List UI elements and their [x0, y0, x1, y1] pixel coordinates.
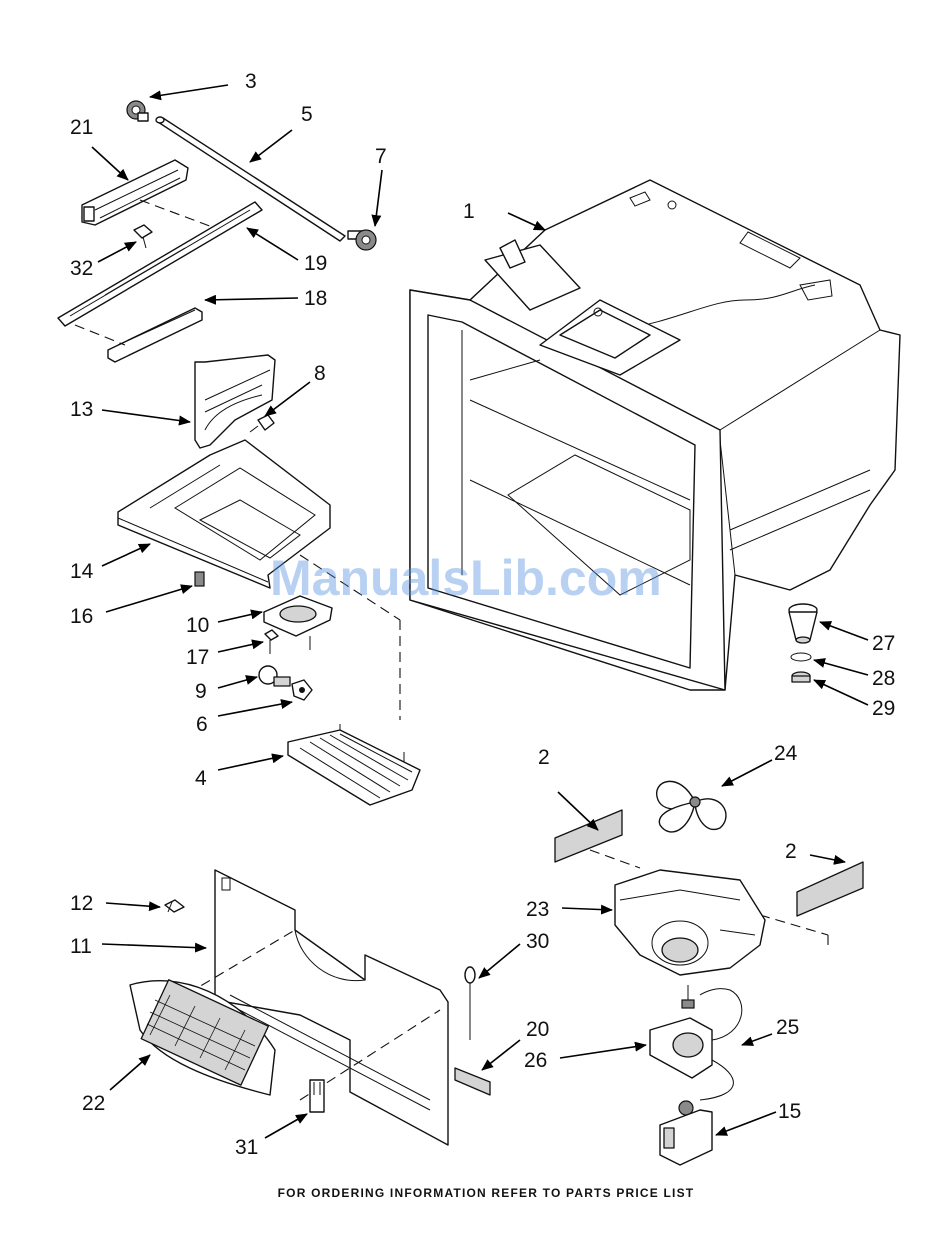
callout-22: 22 — [82, 1092, 105, 1115]
socket-part-6 — [292, 680, 312, 700]
pad-part-2a — [555, 810, 640, 868]
callout-17: 17 — [186, 646, 209, 669]
callout-19: 19 — [304, 252, 327, 275]
callout-21: 21 — [70, 116, 93, 139]
grommet-part-29 — [792, 672, 810, 682]
callout-4: 4 — [195, 767, 207, 790]
callout-6: 6 — [196, 713, 208, 736]
callout-1: 1 — [463, 200, 475, 223]
callout-10: 10 — [186, 614, 209, 637]
sensor-part-30 — [465, 967, 475, 1040]
fan-blade-part-24 — [657, 781, 726, 832]
screw-part-17 — [265, 630, 278, 654]
bracket-part-13 — [195, 355, 275, 448]
callout-13: 13 — [70, 398, 93, 421]
callout-30: 30 — [526, 930, 549, 953]
bulb-part-9 — [259, 666, 290, 686]
callout-7: 7 — [375, 145, 387, 168]
grille-part-4 — [288, 724, 420, 805]
callout-14: 14 — [70, 560, 94, 583]
fan-housing-part-23 — [615, 870, 765, 975]
callout-28: 28 — [872, 667, 895, 690]
clip-part-31 — [310, 1080, 324, 1112]
callout-32: 32 — [70, 257, 93, 280]
callout-2b: 2 — [785, 840, 797, 863]
bracket-part-15 — [660, 1101, 712, 1165]
screw-part-8 — [250, 415, 274, 432]
cup-part-27 — [789, 604, 817, 643]
callout-31: 31 — [235, 1136, 258, 1159]
footer-note: FOR ORDERING INFORMATION REFER TO PARTS … — [278, 1186, 695, 1200]
callout-8: 8 — [314, 362, 326, 385]
callout-15: 15 — [778, 1100, 801, 1123]
callout-20: 20 — [526, 1018, 549, 1041]
screw-part-32 — [134, 225, 152, 248]
callout-16: 16 — [70, 605, 93, 628]
rail-part-18 — [75, 308, 202, 362]
pad-part-2b — [760, 862, 863, 950]
callout-29: 29 — [872, 697, 895, 720]
motor-part-26 — [650, 985, 742, 1078]
callout-23: 23 — [526, 898, 549, 921]
callout-18: 18 — [304, 287, 327, 310]
callout-27: 27 — [872, 632, 895, 655]
callout-2a: 2 — [538, 746, 550, 769]
clip-part-16 — [195, 572, 204, 586]
freezer-liner-part — [410, 180, 900, 690]
callout-12: 12 — [70, 892, 93, 915]
callout-9: 9 — [195, 680, 207, 703]
bracket-part-21 — [82, 160, 215, 228]
callout-24: 24 — [774, 742, 798, 765]
watermark-text: ManualsLib.com — [270, 550, 662, 606]
callout-11: 11 — [70, 935, 92, 958]
callout-26: 26 — [524, 1049, 547, 1072]
ring-part-28 — [791, 653, 811, 661]
strip-part-20 — [455, 1068, 490, 1095]
gear-part-3 — [127, 101, 148, 121]
callout-3: 3 — [245, 70, 257, 93]
callout-5: 5 — [301, 103, 313, 126]
screw-part-12 — [165, 900, 184, 912]
gear-part-7 — [348, 230, 376, 250]
callout-25: 25 — [776, 1016, 799, 1039]
